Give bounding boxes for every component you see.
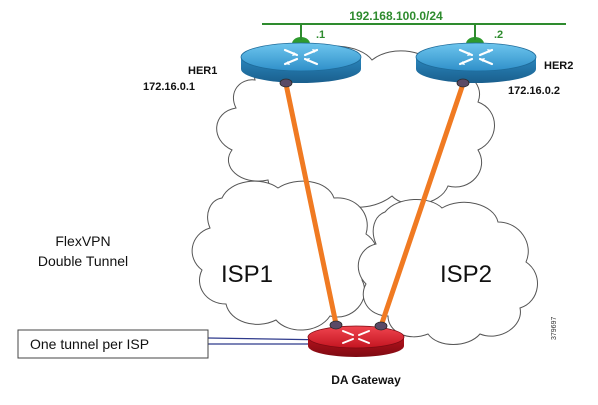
tunnel-isp2 [378,83,466,327]
her1-router-icon[interactable] [240,42,362,88]
flexvpn-line1: FlexVPN [55,233,110,249]
da-gateway-router-icon[interactable] [307,320,405,357]
isp2-label: ISP2 [440,261,492,288]
callout-text: One tunnel per ISP [30,336,149,352]
isp1-label: ISP1 [221,261,273,288]
her2-router-icon[interactable] [415,42,537,88]
flexvpn-line2: Double Tunnel [38,253,128,269]
figure-id: 379697 [551,317,558,340]
isp2-cloud [357,198,538,345]
her2-port-suffix: .2 [494,29,503,41]
her2-ip: 172.16.0.2 [508,85,560,97]
gateway-name: DA Gateway [331,373,401,387]
isp1-cloud [191,180,379,331]
her2-name: HER2 [544,60,573,72]
her1-ip: 172.16.0.1 [143,81,195,93]
her1-name: HER1 [188,65,217,77]
tunnel-isp1 [283,83,339,325]
callout-box [17,329,209,359]
subnet-label: 192.168.100.0/24 [349,9,443,23]
her1-port-suffix: .1 [316,29,325,41]
